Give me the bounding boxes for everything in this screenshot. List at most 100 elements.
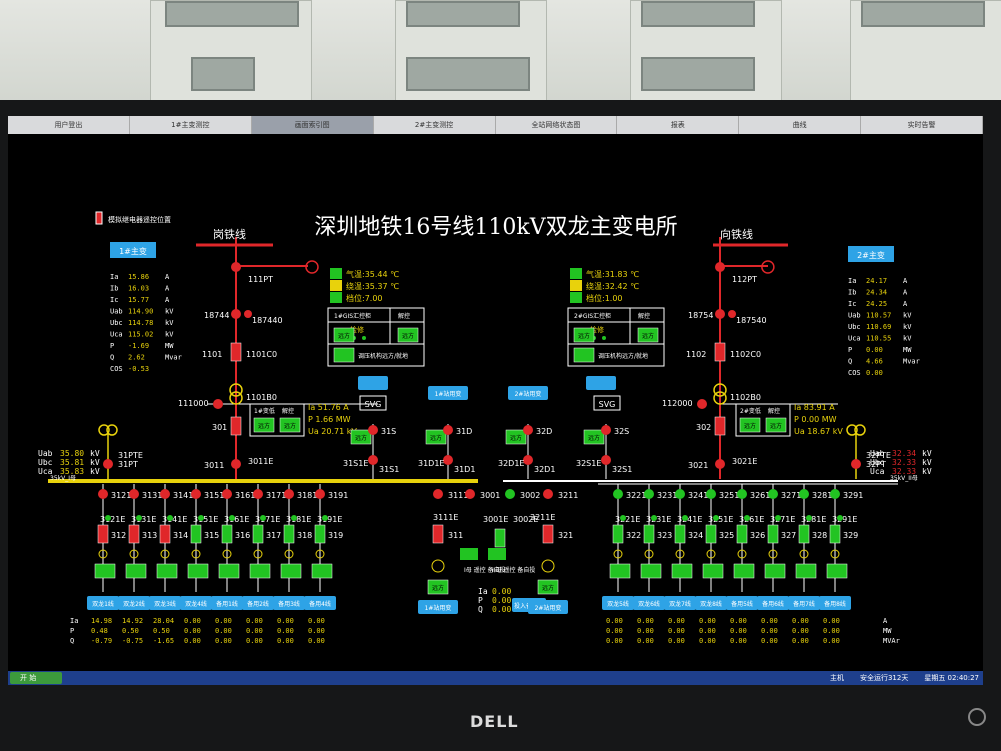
t2hv-lv-ds[interactable] [715, 459, 725, 469]
left-feeder-tag[interactable] [242, 596, 274, 610]
right-feeder-ds[interactable] [830, 489, 840, 499]
pt32-ds[interactable] [851, 459, 861, 469]
right-feeder-remote[interactable] [702, 563, 724, 579]
left-feeder-remote[interactable] [94, 563, 116, 579]
t2-lv-remote[interactable] [739, 417, 761, 433]
aux32d-remote[interactable] [505, 429, 527, 445]
left-feeder-tag[interactable] [149, 596, 181, 610]
t2hv-lv-cb[interactable] [714, 416, 726, 436]
right-feeder-remote[interactable] [640, 563, 662, 579]
t1hv-lv-ds[interactable] [231, 459, 241, 469]
left-feeder-es[interactable] [322, 515, 328, 521]
right-feeder-ds[interactable] [799, 489, 809, 499]
right-feeder-es[interactable] [775, 515, 781, 521]
left-feeder-tag[interactable] [273, 596, 305, 610]
menu-tab[interactable]: 曲线 [739, 116, 862, 134]
t1-cab-remote[interactable] [333, 327, 355, 343]
right-feeder-cb[interactable] [798, 524, 810, 544]
bz2-box[interactable] [488, 548, 506, 560]
t1-button[interactable] [110, 242, 156, 258]
aux32d-ds2[interactable] [523, 455, 533, 465]
left-feeder-remote[interactable] [187, 563, 209, 579]
left-feeder-remote[interactable] [125, 563, 147, 579]
pt31-ds[interactable] [103, 459, 113, 469]
aux31d-remote[interactable] [425, 429, 447, 445]
c300-cb[interactable] [494, 528, 506, 548]
left-feeder-ds[interactable] [129, 489, 139, 499]
t1-cab-sw[interactable] [333, 347, 355, 363]
left-feeder-tag[interactable] [118, 596, 150, 610]
c321-tag[interactable] [528, 600, 568, 614]
left-feeder-tag[interactable] [211, 596, 243, 610]
left-feeder-cb[interactable] [97, 524, 109, 544]
t1hv-pt-switch[interactable] [231, 262, 241, 272]
right-feeder-es[interactable] [713, 515, 719, 521]
right-feeder-cb[interactable] [736, 524, 748, 544]
left-feeder-tag[interactable] [180, 596, 212, 610]
left-feeder-remote[interactable] [218, 563, 240, 579]
c3001-ds[interactable] [465, 489, 475, 499]
t2-button[interactable] [848, 246, 894, 262]
right-feeder-es[interactable] [620, 515, 626, 521]
menu-tab[interactable]: 画面索引图 [251, 116, 374, 134]
right-feeder-tag[interactable] [664, 596, 696, 610]
t2-lv-remote2[interactable] [765, 417, 787, 433]
right-feeder-tag[interactable] [726, 596, 758, 610]
left-feeder-es[interactable] [136, 515, 142, 521]
c311-cb[interactable] [432, 524, 444, 544]
menu-tab[interactable]: 实时告警 [861, 116, 983, 134]
left-feeder-tag[interactable] [304, 596, 336, 610]
left-feeder-cb[interactable] [283, 524, 295, 544]
c3002-ds[interactable] [505, 489, 515, 499]
left-feeder-es[interactable] [198, 515, 204, 521]
svg1-top[interactable] [358, 376, 388, 390]
menu-tab[interactable]: 全站网络状态图 [496, 116, 618, 134]
left-feeder-ds[interactable] [222, 489, 232, 499]
t1hv-ds[interactable] [231, 309, 241, 319]
t1hv-neutral[interactable] [213, 399, 223, 409]
aux31s-ds2[interactable] [368, 455, 378, 465]
left-feeder-es[interactable] [229, 515, 235, 521]
svg2-top[interactable] [586, 376, 616, 390]
right-feeder-remote[interactable] [733, 563, 755, 579]
right-feeder-ds[interactable] [613, 489, 623, 499]
t2hv-ds[interactable] [715, 309, 725, 319]
right-feeder-ds[interactable] [675, 489, 685, 499]
left-feeder-remote[interactable] [156, 563, 178, 579]
t2hv-es[interactable] [728, 310, 736, 318]
left-feeder-remote[interactable] [280, 563, 302, 579]
relay-indicator[interactable] [95, 211, 103, 225]
aux31s-remote[interactable] [350, 429, 372, 445]
right-feeder-es[interactable] [744, 515, 750, 521]
right-feeder-tag[interactable] [695, 596, 727, 610]
c311-remote[interactable] [427, 579, 449, 595]
t2-cab-sw[interactable] [573, 347, 595, 363]
right-feeder-ds[interactable] [768, 489, 778, 499]
left-feeder-ds[interactable] [191, 489, 201, 499]
t2-cab-remote[interactable] [573, 327, 595, 343]
left-feeder-cb[interactable] [159, 524, 171, 544]
power-icon[interactable] [968, 708, 986, 726]
menu-tab[interactable]: 用户登出 [8, 116, 130, 134]
left-feeder-es[interactable] [260, 515, 266, 521]
menu-tab[interactable]: 报表 [617, 116, 740, 134]
right-feeder-cb[interactable] [829, 524, 841, 544]
right-feeder-tag[interactable] [602, 596, 634, 610]
right-feeder-remote[interactable] [826, 563, 848, 579]
right-feeder-cb[interactable] [643, 524, 655, 544]
aux32s-ds2[interactable] [601, 455, 611, 465]
t2-cab-remote2[interactable] [637, 327, 659, 343]
t1-lv-remote2[interactable] [279, 417, 301, 433]
bz1-box[interactable] [460, 548, 478, 560]
t2hv-neutral[interactable] [697, 399, 707, 409]
right-feeder-tag[interactable] [788, 596, 820, 610]
c3211-ds[interactable] [543, 489, 553, 499]
left-feeder-cb[interactable] [190, 524, 202, 544]
left-feeder-ds[interactable] [315, 489, 325, 499]
right-feeder-ds[interactable] [644, 489, 654, 499]
t1hv-es[interactable] [244, 310, 252, 318]
aux31s-ds[interactable] [368, 425, 378, 435]
left-feeder-es[interactable] [105, 515, 111, 521]
left-feeder-ds[interactable] [98, 489, 108, 499]
left-feeder-ds[interactable] [160, 489, 170, 499]
